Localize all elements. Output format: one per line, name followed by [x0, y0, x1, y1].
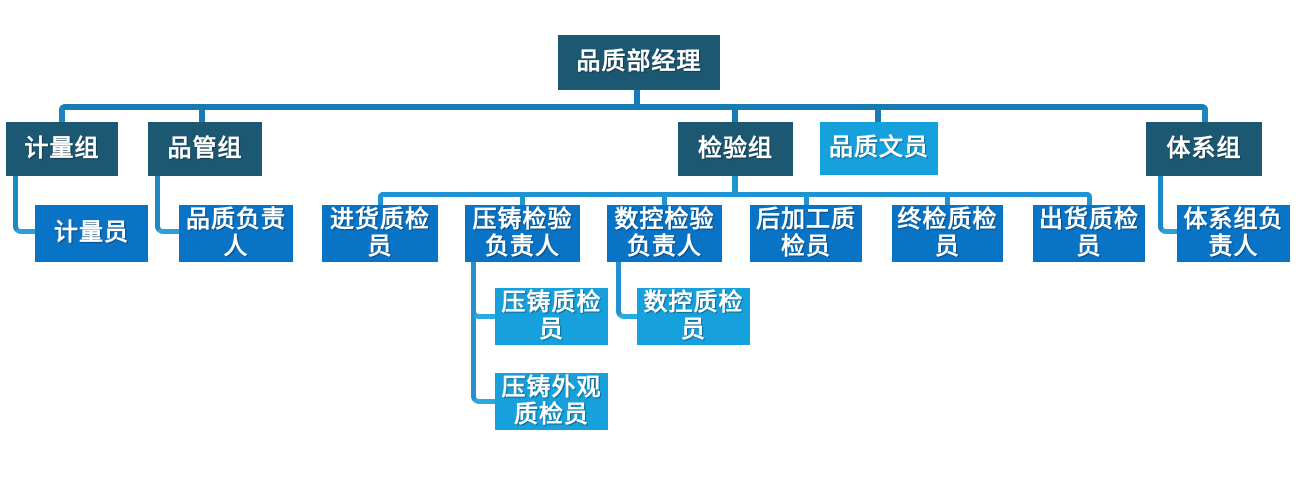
node-quality-clerk: 品质文员 [820, 122, 938, 175]
node-cnc-inspector: 数控质检 员 [637, 288, 750, 345]
node-system-group-supervisor: 体系组负 责人 [1177, 205, 1290, 262]
connector-drop-quality-control-group [199, 106, 205, 122]
connector-inspection-stem [732, 176, 738, 193]
node-quality-dept-manager: 品质部经理 [558, 35, 720, 90]
connector-elbow-die-casting-inspector [471, 262, 495, 319]
connector-drop-final-inspector [945, 196, 950, 205]
connector-elbow-die-casting-appearance [471, 262, 495, 404]
connector-elbow-metrology [13, 176, 35, 234]
connector-elbow-system-group [1158, 176, 1177, 234]
node-final-inspector: 终检质检 员 [892, 205, 1003, 262]
node-quality-supervisor: 品质负责 人 [179, 205, 293, 262]
node-die-casting-inspection-lead: 压铸检验 负责人 [465, 205, 580, 262]
connector-drop-quality-clerk [875, 106, 881, 122]
node-metrology-technician: 计量员 [35, 205, 148, 262]
connector-drop-die-casting-lead [520, 196, 525, 205]
node-die-casting-appearance-inspector: 压铸外观 质检员 [495, 373, 608, 430]
node-quality-control-group: 品管组 [148, 122, 262, 176]
connector-inspection-bus [378, 192, 1092, 205]
node-post-processing-inspector: 后加工质 检员 [750, 205, 862, 262]
node-cnc-inspection-lead: 数控检验 负责人 [607, 205, 722, 262]
connector-drop-inspection-group [732, 106, 738, 122]
node-outgoing-inspector: 出货质检 员 [1033, 205, 1145, 262]
connector-elbow-cnc-inspector [616, 262, 637, 319]
node-incoming-inspector: 进货质检 员 [322, 205, 438, 262]
connector-elbow-quality-control [155, 176, 179, 234]
connector-drop-cnc-lead [662, 196, 667, 205]
connector-trunk [59, 104, 1208, 122]
node-system-group: 体系组 [1146, 122, 1262, 176]
node-die-casting-inspector: 压铸质检 员 [495, 288, 608, 345]
connector-drop-post-processing [804, 196, 809, 205]
node-inspection-group: 检验组 [678, 122, 793, 176]
node-metrology-group: 计量组 [6, 122, 118, 176]
connector-manager-stem [634, 90, 640, 104]
